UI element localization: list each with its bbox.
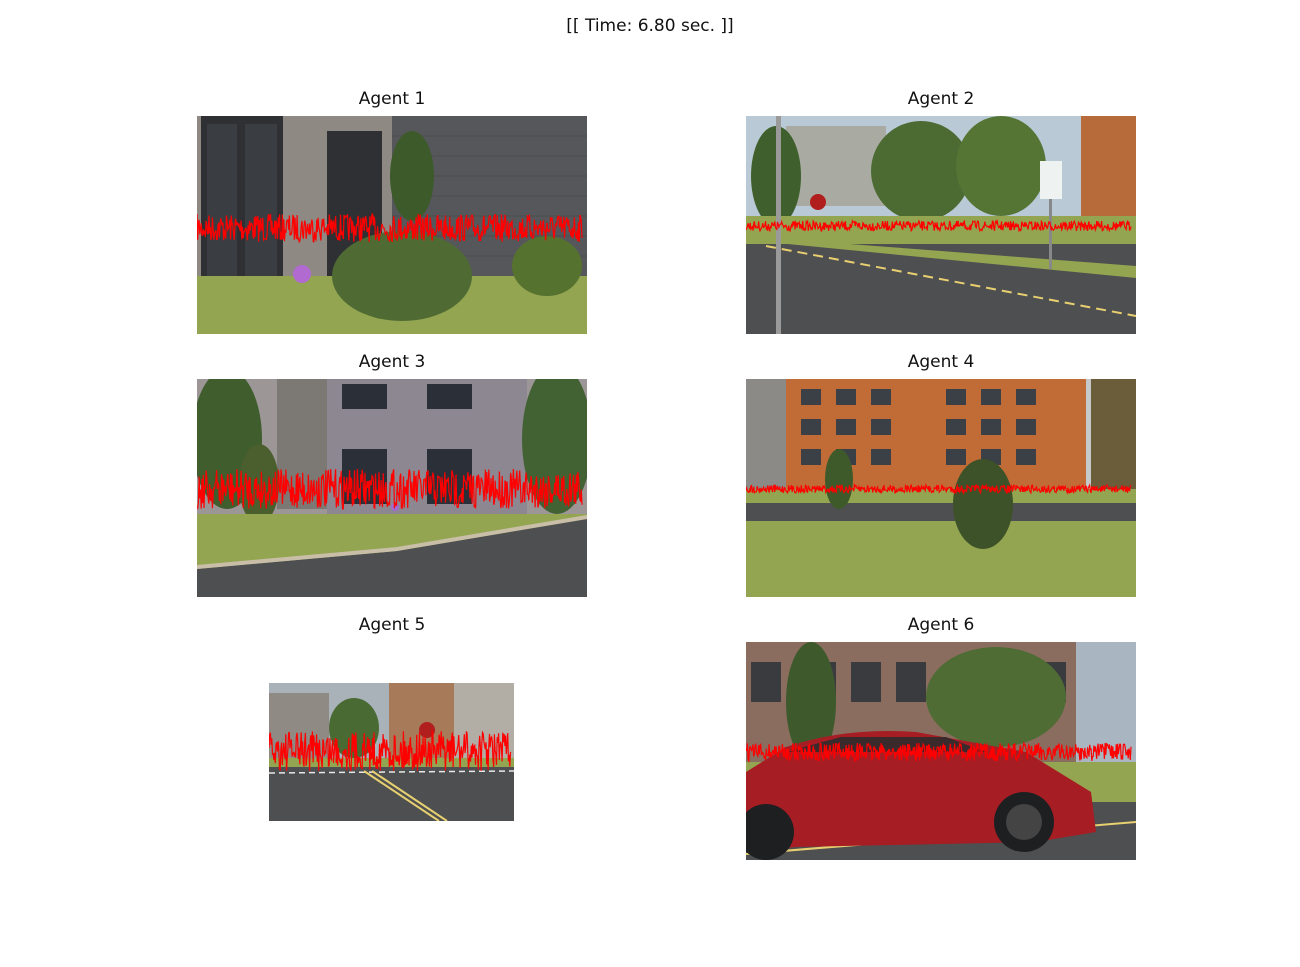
agent-1-signal-trace bbox=[197, 213, 583, 244]
agent-3-title: Agent 3 bbox=[358, 352, 426, 372]
agent-2-title: Agent 2 bbox=[907, 89, 975, 109]
agent-6-camera-view bbox=[746, 642, 1136, 860]
agent-5-signal-trace bbox=[269, 729, 512, 772]
agent-5-camera-view bbox=[269, 683, 514, 821]
agent-4-title: Agent 4 bbox=[907, 352, 975, 372]
agent-1-camera-view bbox=[197, 116, 587, 334]
agent-1-title: Agent 1 bbox=[358, 89, 426, 109]
agent-4-camera-view bbox=[746, 379, 1136, 597]
agent-2-camera-view bbox=[746, 116, 1136, 334]
agent-5-title: Agent 5 bbox=[358, 615, 426, 635]
agent-2-signal-trace bbox=[746, 219, 1132, 233]
agent-6-signal-trace bbox=[746, 741, 1132, 764]
agent-3-camera-view bbox=[197, 379, 587, 597]
agent-4-signal-trace bbox=[746, 483, 1132, 496]
agent-3-signal-trace bbox=[197, 468, 583, 510]
agent-6-title: Agent 6 bbox=[907, 615, 975, 635]
figure-title: [[ Time: 6.80 sec. ]] bbox=[566, 16, 734, 36]
